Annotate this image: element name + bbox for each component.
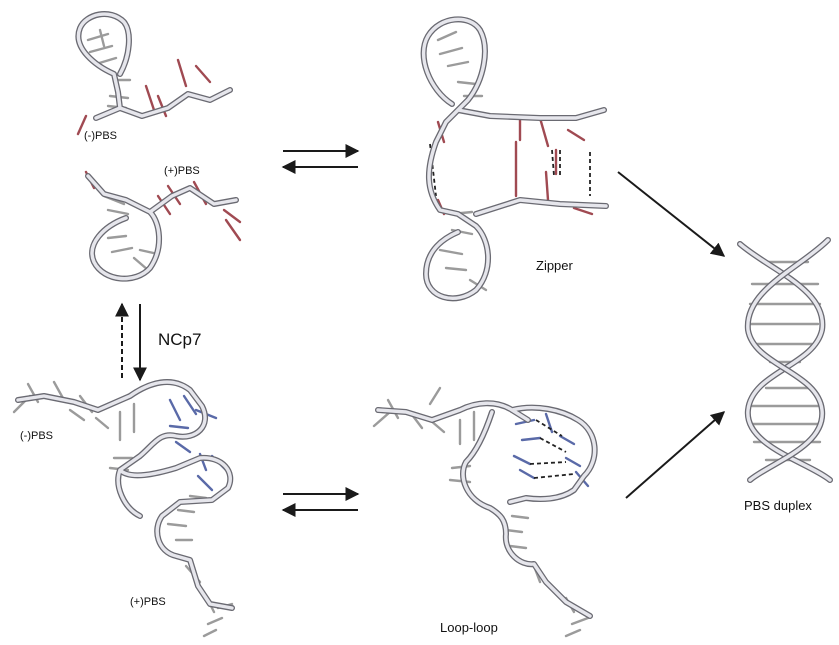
plus-pbs-bottom-label: (+)PBS [130,596,166,608]
plus-pbs-top-label: (+)PBS [164,165,200,177]
ncp7-complex-left [14,382,232,636]
loop-loop-label: Loop-loop [440,620,498,635]
loop-loop-blue-bases [514,414,588,486]
zipper-grey-bases [438,32,486,290]
loop-loop-grey-bases [374,388,588,636]
left-complex-blue-bases [170,396,226,490]
minus-pbs-bottom-label: (-)PBS [20,430,53,442]
minus-pbs-top-backbone [78,14,230,118]
plus-pbs-top-backbone [88,176,236,279]
zipper-complex [424,19,606,298]
minus-pbs-top-label: (-)PBS [84,130,117,142]
zipper-hbond-dashes [430,144,590,196]
left-complex-grey-bases [14,382,232,636]
loop-loop-to-duplex-arrow [626,412,724,498]
zipper-backbone [424,19,606,298]
plus-pbs-top-grey-bases [104,196,158,270]
loop-loop-complex [374,388,595,636]
plus-pbs-hairpin-top [86,172,240,279]
ncp7-label: NCp7 [158,330,201,350]
zipper-label: Zipper [536,258,573,273]
left-complex-backbone [18,382,232,608]
pbs-duplex-helix [740,240,830,480]
minus-pbs-hairpin-top [78,14,230,134]
zipper-to-duplex-arrow [618,172,724,256]
pbs-duplex-label: PBS duplex [744,498,812,513]
